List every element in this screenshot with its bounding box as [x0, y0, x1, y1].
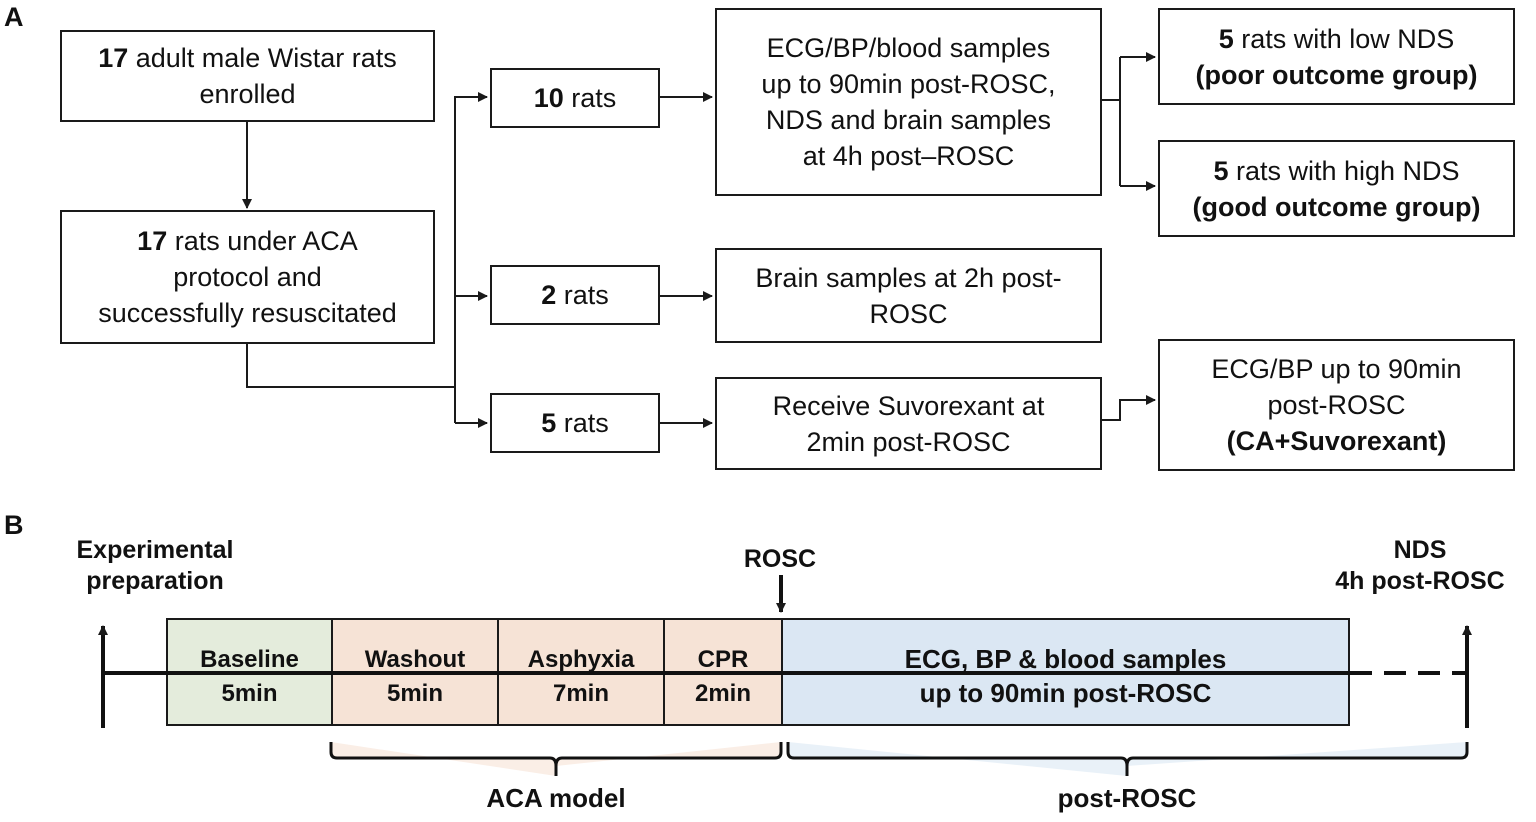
segment-post-rosc-monitoring: ECG, BP & blood samples up to 90min post… [781, 618, 1350, 726]
suvorexant-result-box: ECG/BP up to 90min post-ROSC (CA+Suvorex… [1158, 339, 1515, 471]
asphyxia-duration: 7min [552, 680, 609, 707]
good-count: 5 [1213, 155, 1229, 186]
enrolled-count: 17 [98, 43, 129, 73]
group3-text: rats [556, 408, 609, 438]
brain-line-1: Brain samples at 2h post- [755, 262, 1062, 293]
cpr-duration: 2min [694, 680, 751, 707]
suvo-result-group: (CA+Suvorexant) [1226, 426, 1447, 456]
asphyxia-name: Asphyxia [527, 646, 635, 673]
group3-count: 5 [541, 408, 557, 438]
group-10-rats-box: 10 rats [490, 68, 660, 128]
end-label-line-1: NDS [1393, 536, 1447, 564]
arrow-suvorexant-to-result [1102, 395, 1156, 421]
suvorexant-box: Receive Suvorexant at 2min post-ROSC [715, 377, 1102, 470]
baseline-name: Baseline [200, 646, 299, 673]
resuscitated-box: 17 rats under ACA protocol and successfu… [60, 210, 435, 344]
segment-asphyxia: Asphyxia 7min [497, 618, 665, 726]
washout-duration: 5min [386, 680, 443, 707]
group-5-rats-box: 5 rats [490, 393, 660, 453]
washout-name: Washout [364, 646, 466, 673]
nds-endpoint-label: NDS 4h post-ROSC [1300, 535, 1536, 597]
baseline-duration: 5min [221, 680, 278, 707]
suvo-result-line-1: ECG/BP up to 90min [1211, 354, 1462, 384]
brain-line-2: ROSC [869, 298, 948, 329]
good-group-label: (good outcome group) [1192, 191, 1481, 222]
good-outcome-box: 5 rats with high NDS (good outcome group… [1158, 140, 1515, 237]
panel-a-label: A [4, 2, 24, 32]
suvo-result-line-2: post-ROSC [1267, 390, 1406, 420]
aca-model-label: ACA model [486, 783, 626, 813]
poor-text: rats with low NDS [1233, 23, 1455, 54]
post-segment-line-2: up to 90min post-ROSC [919, 678, 1212, 708]
poor-count: 5 [1218, 23, 1234, 54]
segment-cpr: CPR 2min [663, 618, 783, 726]
suvorexant-line-2: 2min post-ROSC [806, 426, 1011, 457]
group2-count: 2 [541, 280, 557, 310]
outcome-line-4: at 4h post–ROSC [802, 141, 1015, 171]
resuscitated-text2: protocol and [173, 262, 322, 292]
post-segment-line-1: ECG, BP & blood samples [904, 644, 1227, 674]
outcome-protocol-box: ECG/BP/blood samples up to 90min post-RO… [715, 8, 1102, 196]
outcome-line-3: NDS and brain samples [765, 105, 1052, 135]
brace-post-rosc [786, 742, 1469, 776]
resuscitated-count: 17 [137, 226, 168, 256]
suvorexant-line-1: Receive Suvorexant at [772, 390, 1045, 421]
good-text: rats with high NDS [1228, 155, 1460, 186]
outcome-line-2: up to 90min post-ROSC, [761, 69, 1056, 99]
rosc-label: ROSC [743, 545, 817, 573]
resuscitated-text3: successfully resuscitated [98, 298, 397, 328]
cpr-name: CPR [697, 646, 749, 673]
experimental-preparation-label: Experimental preparation [40, 535, 270, 597]
start-label-line-2: preparation [86, 567, 224, 595]
enrolled-text: adult male Wistar rats [128, 43, 397, 73]
enrolled-box: 17 adult male Wistar rats enrolled [60, 30, 435, 122]
brain-samples-box: Brain samples at 2h post- ROSC [715, 248, 1102, 343]
segment-baseline: Baseline 5min [166, 618, 333, 726]
poor-outcome-box: 5 rats with low NDS (poor outcome group) [1158, 8, 1515, 105]
post-rosc-label: post-ROSC [1057, 783, 1197, 813]
end-label-line-2: 4h post-ROSC [1335, 567, 1505, 595]
group2-text: rats [556, 280, 609, 310]
brace-aca-model [329, 742, 783, 776]
start-label-line-1: Experimental [76, 536, 234, 564]
group1-count: 10 [533, 83, 564, 113]
group-2-rats-box: 2 rats [490, 265, 660, 325]
resuscitated-text: rats under ACA [167, 226, 358, 256]
enrolled-text2: enrolled [199, 79, 296, 109]
branch-connector [246, 344, 455, 388]
poor-group-label: (poor outcome group) [1195, 59, 1478, 90]
segment-washout: Washout 5min [331, 618, 499, 726]
group1-text: rats [563, 83, 617, 113]
outcome-line-1: ECG/BP/blood samples [766, 33, 1051, 63]
panel-b-label: B [4, 510, 24, 540]
